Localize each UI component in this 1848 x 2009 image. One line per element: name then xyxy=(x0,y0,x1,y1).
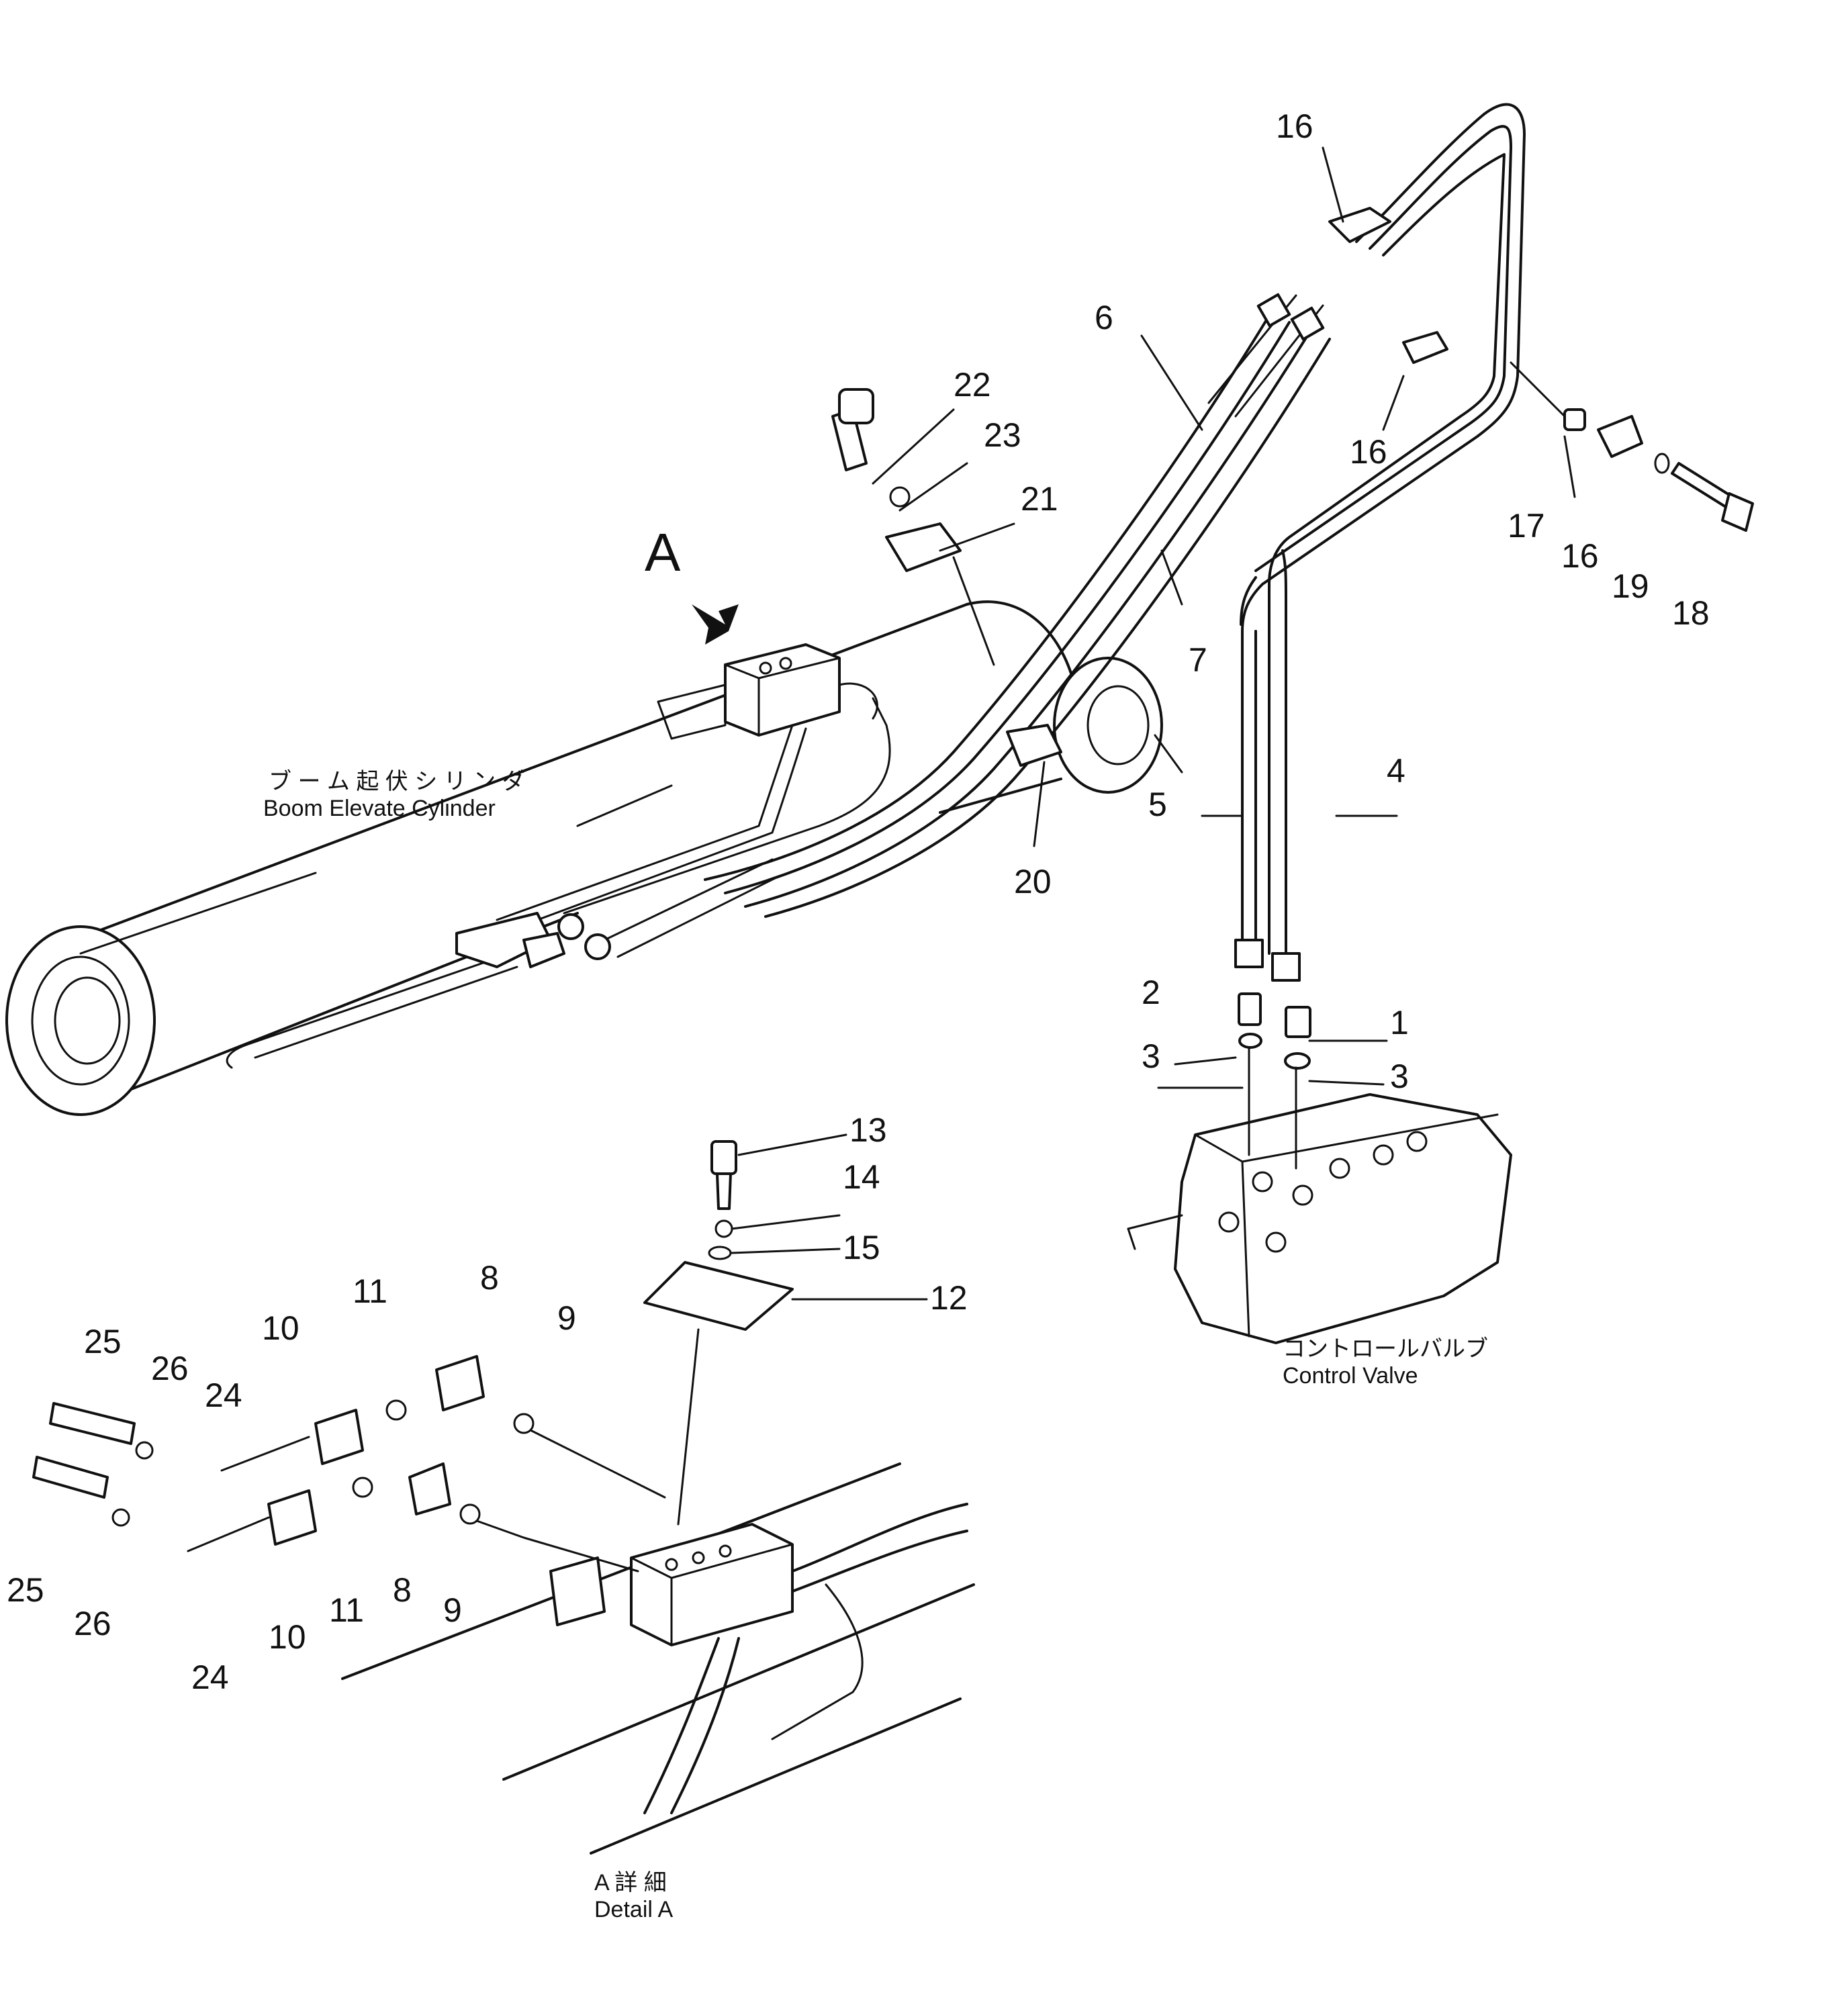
bracket-parts-20-23 xyxy=(831,388,1062,767)
callout-24-upper: 24 xyxy=(205,1376,242,1414)
detail-marker-label: A xyxy=(645,522,681,582)
callout-16-middle: 16 xyxy=(1350,433,1387,471)
callout-16-right: 16 xyxy=(1561,537,1599,575)
callout-5: 5 xyxy=(1148,786,1167,823)
callout-14: 14 xyxy=(843,1158,880,1196)
callout-11-upper: 11 xyxy=(353,1272,387,1310)
detail-a-caption-en: Detail A xyxy=(594,1897,673,1922)
callout-25-upper: 25 xyxy=(84,1323,122,1360)
callout-12: 12 xyxy=(930,1279,968,1317)
detail-a-arrow xyxy=(692,604,739,645)
callout-25-lower: 25 xyxy=(7,1571,44,1609)
callout-3-left: 3 xyxy=(1142,1037,1160,1075)
callout-2: 2 xyxy=(1142,974,1160,1011)
callout-13: 13 xyxy=(849,1111,887,1149)
boom-cylinder-caption-jp: ブ ー ム 起 伏 シ リ ン ダ xyxy=(269,769,525,794)
callout-1: 1 xyxy=(1390,1004,1409,1041)
pipes-4-5 xyxy=(1234,103,1526,982)
hoses-6-7 xyxy=(557,293,1331,960)
callout-10-upper: 10 xyxy=(262,1309,299,1347)
callout-24-lower: 24 xyxy=(191,1658,229,1696)
callout-numbers: 1 2 3 3 4 5 6 7 8 8 9 9 10 10 11 11 12 1… xyxy=(7,107,1710,1696)
control-valve-caption-jp: コントロールバルブ xyxy=(1283,1336,1488,1362)
callout-8-upper: 8 xyxy=(480,1259,499,1297)
callout-17: 17 xyxy=(1508,507,1545,545)
callout-10-lower: 10 xyxy=(269,1618,306,1656)
leader-lines xyxy=(79,146,1576,1301)
callout-9-upper: 9 xyxy=(557,1299,576,1337)
callout-6: 6 xyxy=(1095,299,1113,336)
callout-3-right: 3 xyxy=(1390,1058,1409,1095)
callout-18: 18 xyxy=(1672,594,1710,632)
callout-22: 22 xyxy=(954,366,991,404)
callout-20: 20 xyxy=(1014,863,1052,900)
callout-9-lower: 9 xyxy=(443,1591,462,1629)
clamp-parts xyxy=(1328,207,1754,532)
control-valve-caption-en: Control Valve xyxy=(1283,1363,1418,1389)
callout-19: 19 xyxy=(1612,567,1649,605)
detail-a-assembly xyxy=(32,1140,975,1855)
control-valve xyxy=(1127,1093,1512,1344)
boom-elevate-cylinder xyxy=(5,600,1163,1116)
detail-a-caption-jp: A 詳 細 xyxy=(594,1870,667,1896)
callout-11-lower: 11 xyxy=(329,1591,364,1629)
callout-16-top: 16 xyxy=(1276,107,1313,145)
callout-23: 23 xyxy=(984,416,1021,454)
callout-7: 7 xyxy=(1189,641,1207,679)
callout-21: 21 xyxy=(1021,480,1058,518)
callout-26-lower: 26 xyxy=(74,1605,111,1642)
callout-15: 15 xyxy=(843,1229,880,1266)
callout-8-lower: 8 xyxy=(393,1571,412,1609)
boom-cylinder-caption-en: Boom Elevate Cylinder xyxy=(263,796,496,821)
fittings-1-2-3 xyxy=(1238,992,1311,1170)
callout-4: 4 xyxy=(1387,752,1405,790)
callout-26-upper: 26 xyxy=(151,1350,189,1387)
